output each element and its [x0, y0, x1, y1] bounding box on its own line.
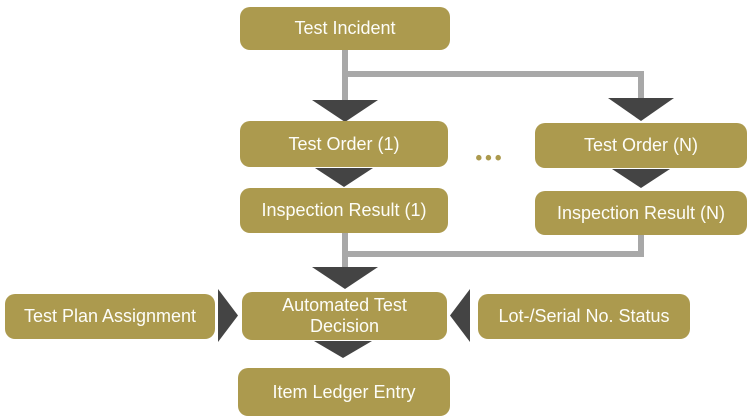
connector-merge-horizontal-bottom [342, 251, 644, 257]
node-automated-test-decision: Automated Test Decision [242, 292, 447, 340]
down-arrow-icon-to-inspection-result-1 [315, 168, 373, 187]
down-arrow-icon-to-test-order-1 [312, 100, 378, 122]
connector-branch-horizontal-top [342, 71, 644, 77]
down-arrow-icon-to-automated-test-decision [312, 267, 378, 289]
node-test-order-n: Test Order (N) [535, 123, 747, 168]
connector-stem-to-test-order-n [638, 71, 644, 100]
down-arrow-icon-to-inspection-result-n [612, 169, 670, 188]
node-test-incident: Test Incident [240, 7, 450, 50]
connector-stem-from-inspection-result-1 [342, 233, 348, 268]
down-arrow-icon-to-test-order-n [608, 98, 674, 121]
more-branches-ellipsis: ••• [475, 148, 505, 169]
connector-stem-from-inspection-result-n [638, 235, 644, 257]
node-test-plan-assignment: Test Plan Assignment [5, 294, 215, 339]
node-inspection-result-n: Inspection Result (N) [535, 191, 747, 235]
left-arrow-icon-from-lot-serial-status [450, 289, 470, 342]
node-item-ledger-entry: Item Ledger Entry [238, 368, 450, 416]
node-lot-serial-status: Lot-/Serial No. Status [478, 294, 690, 339]
right-arrow-icon-from-test-plan-assignment [218, 289, 238, 342]
node-inspection-result-1: Inspection Result (1) [240, 188, 448, 233]
down-arrow-icon-to-item-ledger-entry [314, 341, 372, 358]
node-test-order-1: Test Order (1) [240, 121, 448, 167]
